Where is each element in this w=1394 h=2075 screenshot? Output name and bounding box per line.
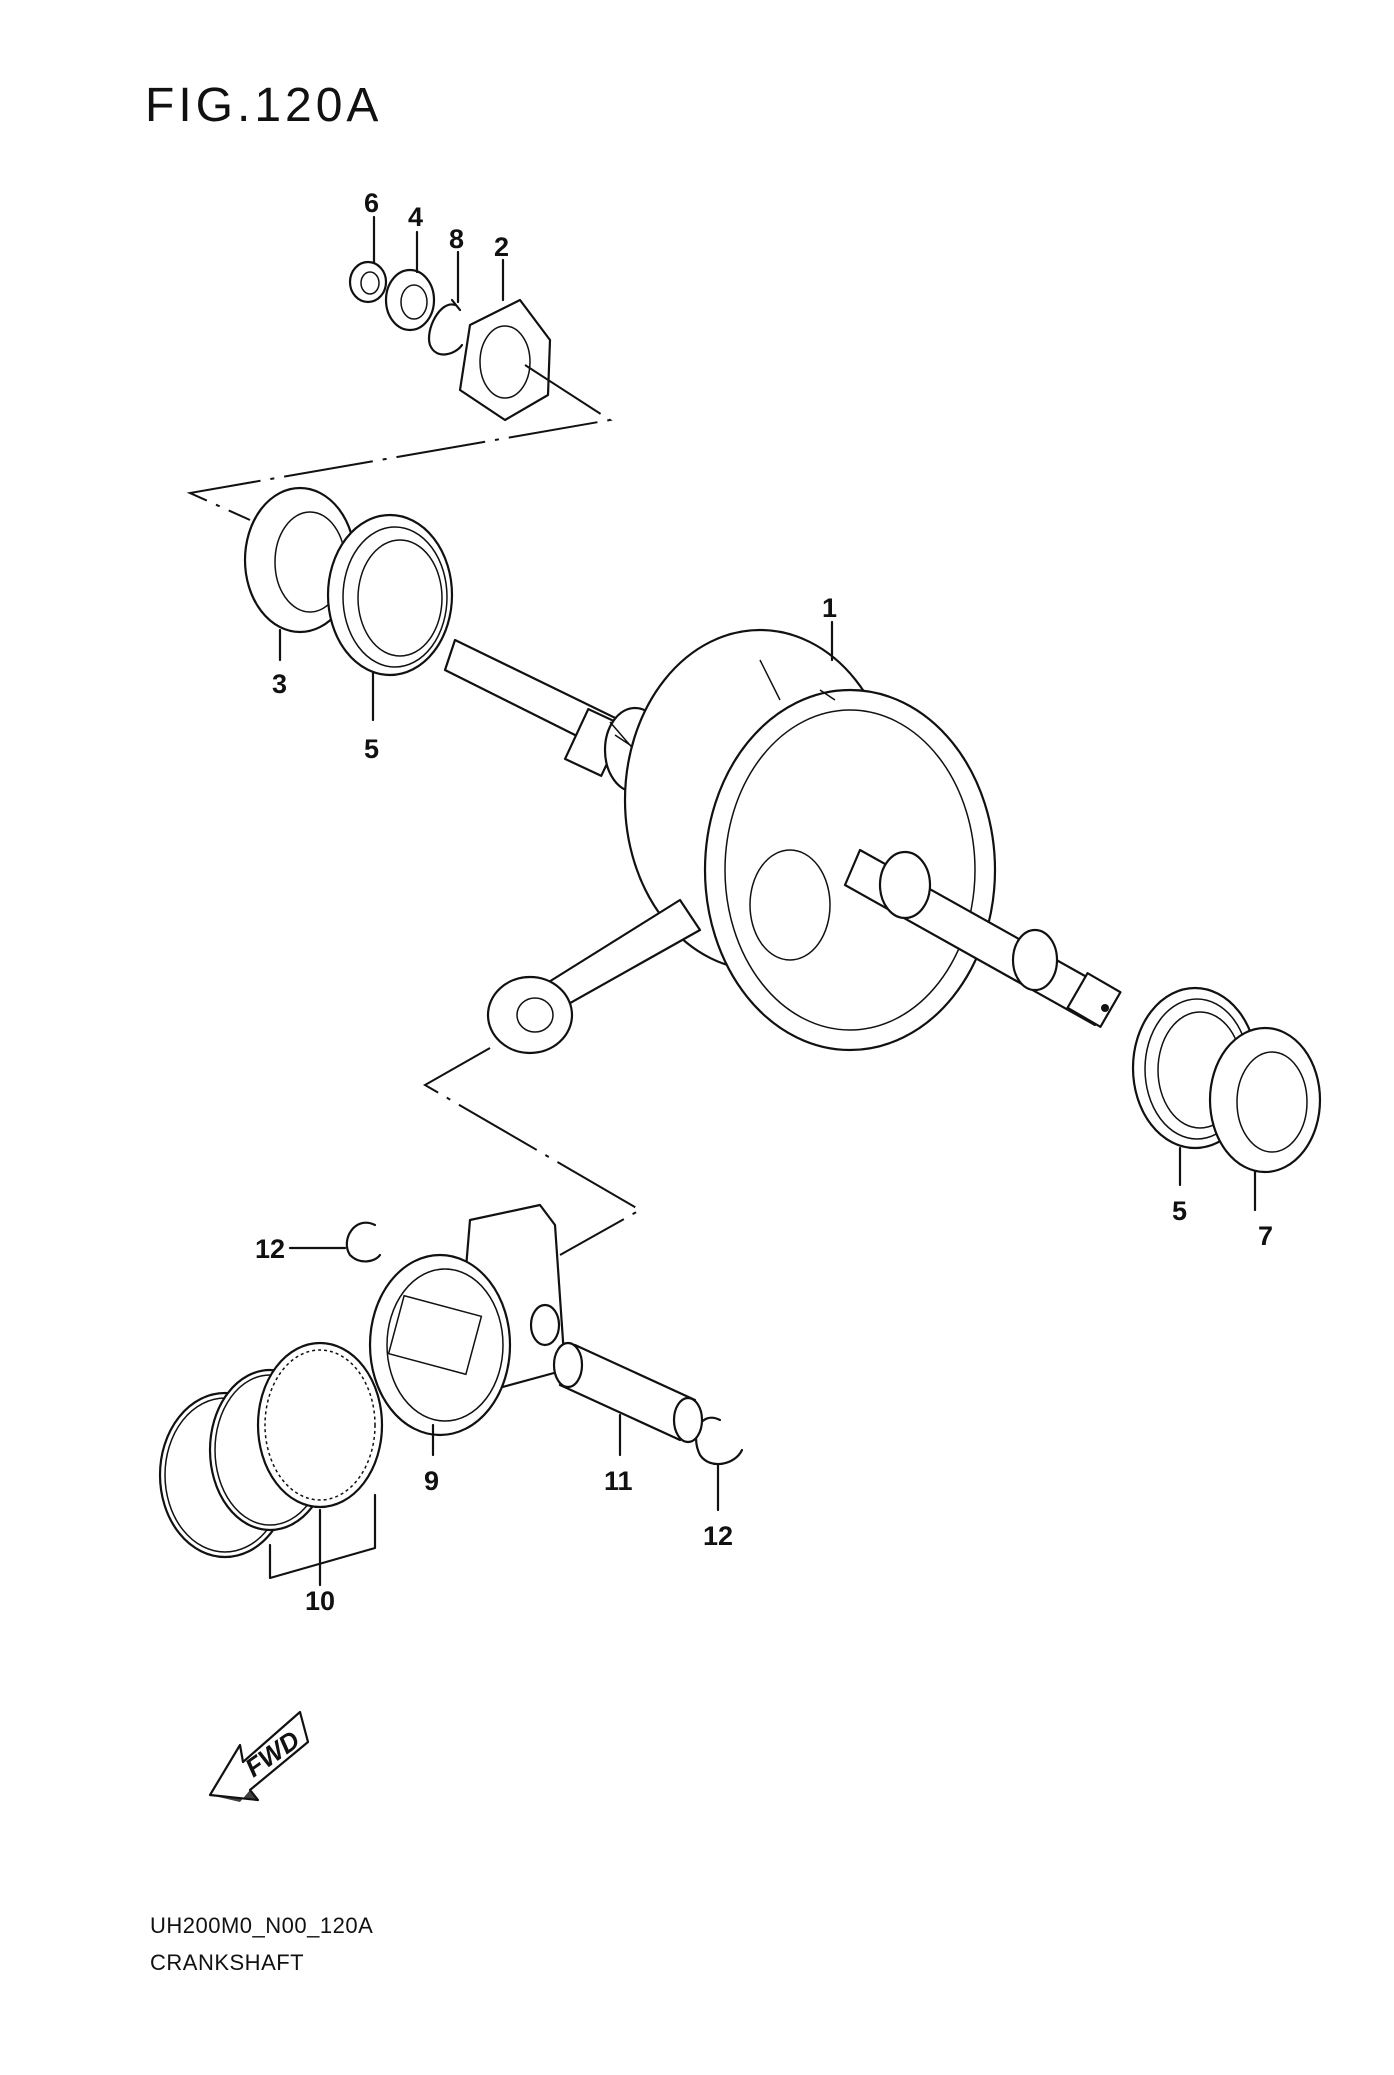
oil-seal-small-part-6 [348,260,388,304]
bearing-part-5-left [326,513,454,677]
fwd-arrow-icon: FWD [208,1710,310,1802]
callout-11: 11 [604,1466,633,1496]
callout-3: 3 [272,669,287,699]
callout-12-top: 12 [255,1234,285,1264]
callout-7: 7 [1258,1221,1273,1251]
callout-5-left: 5 [364,734,379,764]
callout-10: 10 [305,1586,335,1616]
callout-6: 6 [364,188,379,218]
crankshaft-part-1 [443,628,1122,1055]
callout-1: 1 [822,593,837,623]
figure-title: FIG.120A [145,79,383,132]
piston-pin-part-11 [552,1341,704,1444]
callout-9: 9 [424,1466,439,1496]
piston-part-9 [368,1203,567,1437]
oil-seal-part-7 [1208,1026,1322,1174]
circlip-part-8 [427,298,464,356]
callout-8: 8 [449,224,464,254]
callout-5-right: 5 [1172,1196,1187,1226]
figure-code: UH200M0_N00_120A [150,1913,374,1938]
callout-4: 4 [408,202,423,232]
circlip-part-12-bottom [695,1416,744,1466]
figure-name: CRANKSHAFT [150,1950,305,1975]
bearing-small-part-4 [384,268,436,332]
circlip-part-12-top [345,1221,382,1263]
piston-rings-part-10 [158,1341,384,1559]
callout-2: 2 [494,232,509,262]
nut-part-2 [458,298,552,422]
callout-12-bottom: 12 [703,1521,733,1551]
